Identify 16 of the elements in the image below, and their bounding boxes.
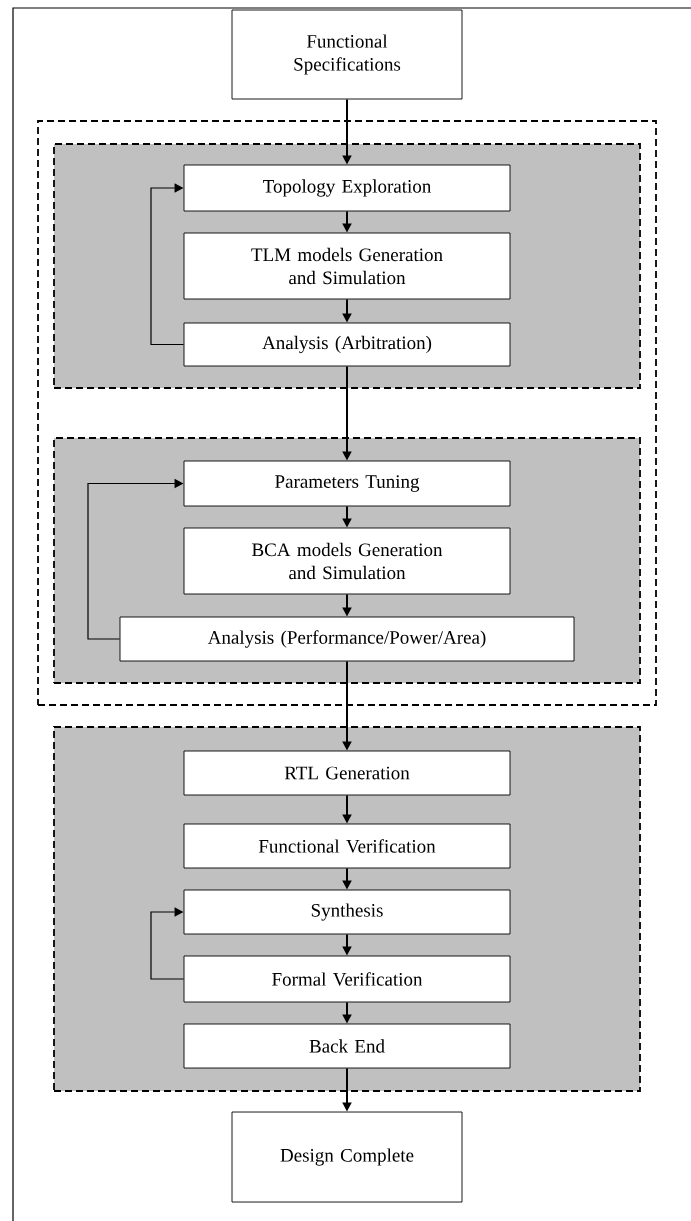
arrow	[150, 183, 185, 346]
process-box: Topology Exploration	[183, 164, 511, 212]
process-box: Parameters Tuning	[183, 460, 511, 507]
group-frame	[37, 120, 657, 706]
process-box: Functional Specifications	[231, 9, 463, 100]
process-box: Formal Verification	[183, 955, 511, 1003]
process-box: TLM models Generation and Simulation	[183, 232, 511, 300]
arrow	[150, 907, 185, 980]
process-box: BCA models Generation and Simulation	[183, 527, 511, 595]
process-box: Functional Verification	[183, 823, 511, 869]
process-box: Back End	[183, 1023, 511, 1069]
process-box: RTL Generation	[183, 750, 511, 796]
process-box: Analysis (Performance/Power/Area)	[119, 616, 575, 662]
process-box: Synthesis	[183, 889, 511, 935]
process-box: Analysis (Arbitration)	[183, 322, 511, 367]
process-box: Design Complete	[231, 1111, 463, 1203]
